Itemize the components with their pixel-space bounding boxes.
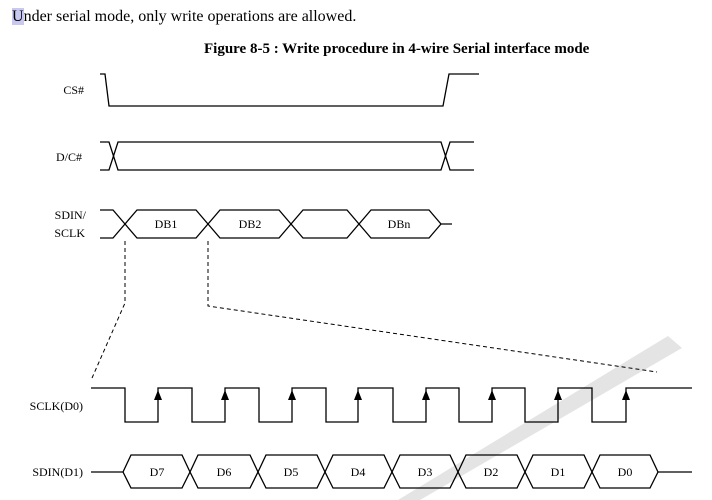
cs-waveform (100, 73, 479, 107)
arrow-up-icon (288, 390, 296, 400)
arrow-up-icon (354, 390, 362, 400)
label-sclk: SCLK(D0) (30, 399, 83, 413)
intro-sentence: nder serial mode, only write operations … (23, 8, 357, 25)
rising-edge-arrows (154, 390, 630, 400)
bit-label: D6 (217, 465, 232, 479)
label-cs: CS# (63, 83, 84, 97)
arrow-up-icon (488, 390, 496, 400)
intro-text: Under serial mode, only write operations… (12, 8, 356, 26)
watermark (398, 336, 682, 500)
bit-label: D3 (418, 465, 433, 479)
dc-waveform (100, 141, 474, 171)
bit-label: D1 (551, 465, 566, 479)
bit-label: D4 (351, 465, 366, 479)
bus-byte: DB1 (155, 217, 178, 231)
figure-caption: Figure 8-5 : Write procedure in 4-wire S… (204, 41, 590, 57)
bus-waveform (100, 209, 452, 239)
arrow-up-icon (422, 390, 430, 400)
zoom-guide-lines (91, 241, 658, 379)
label-dc: D/C# (56, 150, 82, 164)
bit-label: D2 (484, 465, 499, 479)
bus-byte: DB2 (239, 217, 262, 231)
arrow-up-icon (622, 390, 630, 400)
sclk-waveform (91, 387, 692, 423)
arrow-up-icon (154, 390, 162, 400)
label-sdin: SDIN(D1) (32, 465, 83, 479)
arrow-up-icon (554, 390, 562, 400)
label-bus-2: SCLK (54, 226, 85, 240)
bit-label: D7 (150, 465, 165, 479)
bus-byte: DBn (388, 217, 411, 231)
text-cursor-highlight: U (12, 8, 24, 25)
bit-label: D0 (618, 465, 633, 479)
label-bus-1: SDIN/ (55, 208, 87, 222)
bit-label: D5 (284, 465, 299, 479)
arrow-up-icon (221, 390, 229, 400)
sdin-waveform (91, 454, 692, 489)
